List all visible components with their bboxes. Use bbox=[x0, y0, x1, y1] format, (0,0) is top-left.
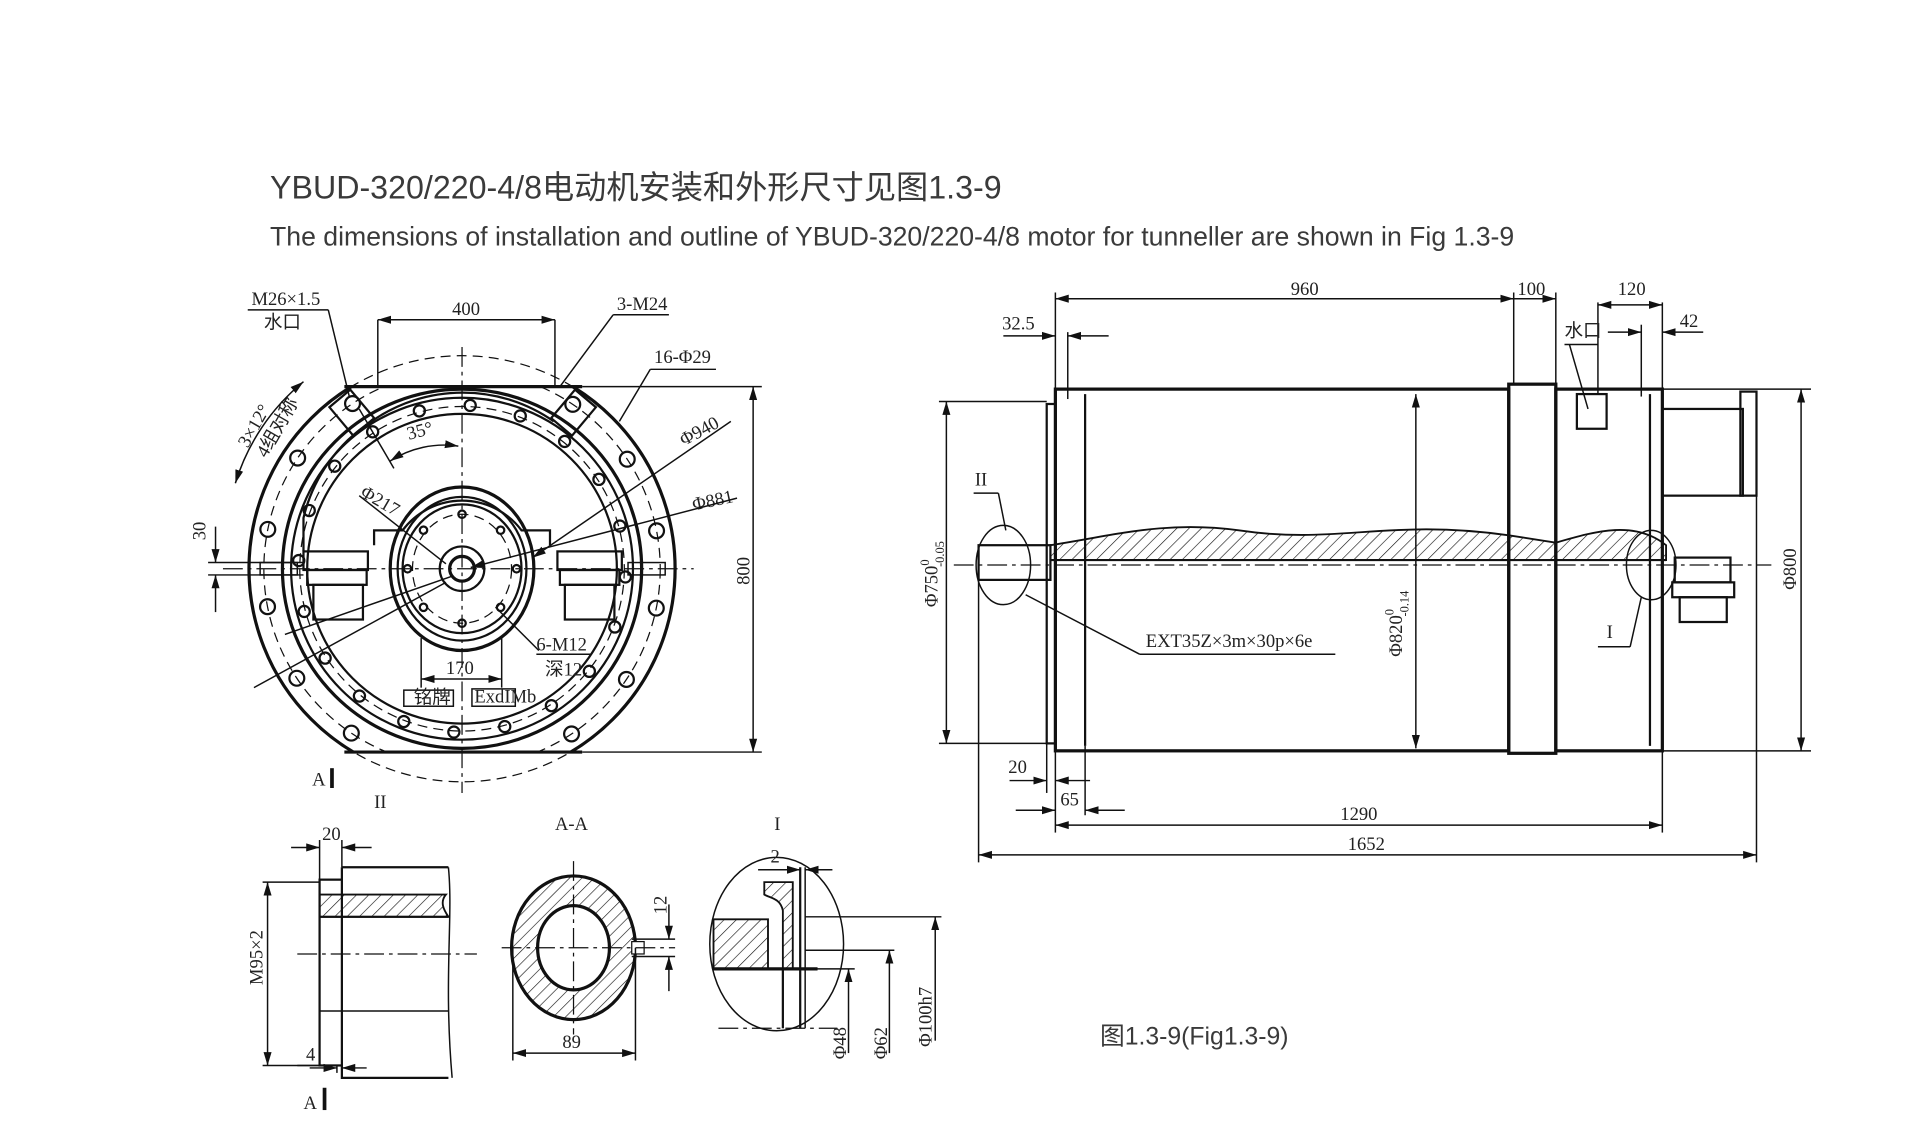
bolt-hole bbox=[259, 520, 277, 538]
section-aa-title: A-A bbox=[555, 814, 589, 835]
screw-hole bbox=[447, 725, 461, 739]
figure-caption: 图1.3-9(Fig1.3-9) bbox=[1100, 1023, 1289, 1050]
dia-48-label: Φ48 bbox=[830, 1027, 851, 1059]
water-port-fitting bbox=[1575, 392, 1608, 430]
detail-i: I 2 Φ48 Φ62 Φ100h7 bbox=[709, 814, 942, 1059]
dim-30: 30 bbox=[190, 522, 211, 541]
inner-holes-label: 6-M12 bbox=[536, 634, 587, 655]
dim-800: 800 bbox=[733, 557, 754, 585]
detail-ii-mark: II bbox=[975, 470, 987, 491]
dia-100h7-label: Φ100h7 bbox=[916, 987, 937, 1047]
screw-hole bbox=[397, 714, 411, 729]
screw-hole bbox=[613, 519, 627, 533]
dia-750-label: Φ7500-0.05 bbox=[918, 541, 947, 607]
nameplate-label: 铭牌 bbox=[414, 688, 451, 709]
right-ear bbox=[549, 388, 598, 438]
left-ear bbox=[327, 388, 376, 438]
screw-hole bbox=[513, 409, 527, 423]
screw-hole bbox=[302, 503, 316, 518]
section-a-a: A-A 12 89 bbox=[501, 814, 676, 1061]
bolt-hole bbox=[289, 449, 307, 467]
screw-hole bbox=[618, 570, 633, 584]
detail-ii-dim-20: 20 bbox=[322, 824, 341, 845]
aa-dim-12: 12 bbox=[650, 896, 671, 915]
hub-hole bbox=[495, 525, 506, 536]
screw-hole bbox=[582, 664, 597, 679]
screw-hole bbox=[608, 620, 622, 634]
detail-i-title: I bbox=[774, 814, 780, 835]
dim-120: 120 bbox=[1618, 279, 1646, 300]
dim-32-5: 32.5 bbox=[1002, 314, 1035, 335]
screw-hole bbox=[592, 472, 606, 487]
dim-42: 42 bbox=[1680, 311, 1699, 332]
section-mark-a: A bbox=[312, 770, 326, 791]
dim-1290: 1290 bbox=[1340, 804, 1377, 825]
depth-label: 深12 bbox=[545, 659, 582, 680]
dim-960: 960 bbox=[1291, 279, 1319, 300]
dia-820-label: Φ8200-0.14 bbox=[1383, 591, 1412, 657]
bolt-hole bbox=[564, 395, 582, 413]
nameplate-box bbox=[403, 689, 455, 707]
bolt-hole bbox=[647, 599, 665, 617]
screw-hole bbox=[557, 434, 572, 449]
hub-hole bbox=[511, 563, 522, 574]
detail-i-mark: I bbox=[1607, 622, 1613, 643]
front-view: 400 M26×1.5 水口 3-M24 16-Φ29 Φ940 Φ881 Φ2… bbox=[190, 289, 762, 793]
screw-hole bbox=[463, 398, 477, 413]
water-port-side-label: 水口 bbox=[1564, 321, 1601, 342]
ex-mark-label: ExdIMb bbox=[474, 687, 536, 708]
dim-1652: 1652 bbox=[1348, 834, 1385, 855]
hub-hole bbox=[418, 525, 429, 536]
detail-ii-dim-4: 4 bbox=[306, 1045, 315, 1066]
bolt-hole bbox=[342, 724, 360, 742]
dim-400: 400 bbox=[452, 299, 480, 320]
title-english: The dimensions of installation and outli… bbox=[270, 221, 1514, 251]
screw-hole bbox=[544, 698, 559, 713]
screw-hole bbox=[365, 425, 380, 439]
ex-mark-box bbox=[471, 688, 517, 707]
screw-hole bbox=[318, 651, 332, 665]
dia-62-label: Φ62 bbox=[871, 1027, 892, 1059]
hub-hole bbox=[418, 602, 429, 613]
side-view: II I EXT35Z×3m×30p×6e 960 100 120 32.5 水… bbox=[918, 279, 1811, 863]
hub-hole bbox=[495, 602, 506, 613]
water-port-label: 水口 bbox=[264, 312, 301, 333]
bolt-hole bbox=[258, 598, 277, 616]
angle-35-label: 35° bbox=[405, 418, 436, 445]
thread-m95-label: M95×2 bbox=[247, 930, 268, 985]
dim-100: 100 bbox=[1517, 279, 1545, 300]
dia-217-label: Φ217 bbox=[357, 482, 403, 521]
screw-hole bbox=[328, 459, 342, 473]
screw-hole bbox=[297, 604, 311, 619]
bolt-hole bbox=[648, 522, 666, 540]
screw-hole bbox=[352, 689, 367, 703]
left-terminal-box bbox=[259, 550, 370, 621]
bolt-holes-label: 16-Φ29 bbox=[654, 347, 711, 368]
screw-hole bbox=[498, 719, 512, 734]
spline-label: EXT35Z×3m×30p×6e bbox=[1146, 631, 1313, 652]
dim-20-side: 20 bbox=[1008, 757, 1027, 778]
dim-170: 170 bbox=[446, 658, 474, 679]
detail-i-dim-2: 2 bbox=[770, 846, 779, 867]
dim-65: 65 bbox=[1060, 789, 1079, 810]
bolt-hole bbox=[618, 450, 636, 468]
detail-ii-title: II bbox=[374, 792, 386, 813]
detail-ii: II M95×2 20 4 A bbox=[247, 792, 477, 1114]
bolt-hole bbox=[343, 394, 362, 413]
dia-800-label: Φ800 bbox=[1780, 548, 1801, 589]
title-chinese: YBUD-320/220-4/8电动机安装和外形尺寸见图1.3-9 bbox=[270, 169, 1002, 205]
aa-dim-89: 89 bbox=[562, 1032, 581, 1053]
bolt-hole bbox=[562, 725, 581, 743]
section-mark-a-bottom: A bbox=[303, 1093, 317, 1114]
screw-hole bbox=[412, 404, 427, 418]
tapped-holes-label: 3-M24 bbox=[617, 294, 668, 315]
bolt-hole bbox=[288, 669, 306, 687]
thread-label: M26×1.5 bbox=[251, 289, 320, 310]
bolt-hole bbox=[617, 670, 635, 688]
